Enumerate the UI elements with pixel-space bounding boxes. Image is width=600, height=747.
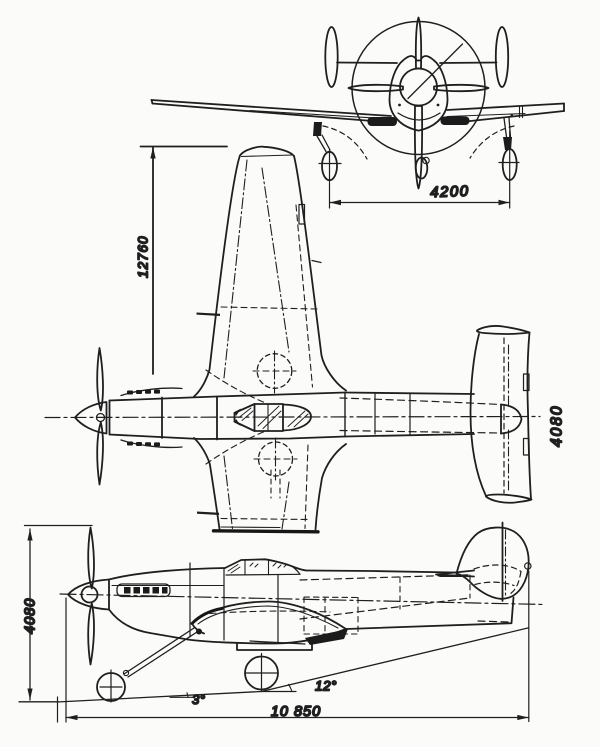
svg-text:3°: 3° [192,692,205,707]
svg-text:10 850: 10 850 [271,704,321,720]
svg-text:4200: 4200 [430,183,470,201]
svg-text:12760: 12760 [136,235,151,278]
svg-text:4080: 4080 [549,405,566,447]
svg-text:12°: 12° [315,679,337,694]
svg-text:4080: 4080 [23,598,39,634]
